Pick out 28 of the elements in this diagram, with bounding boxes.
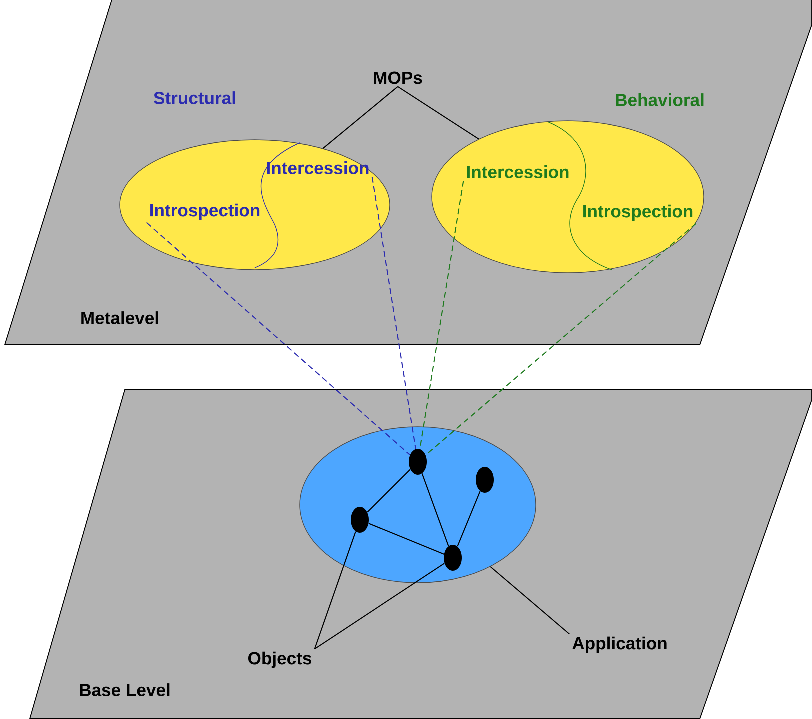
label: MOPs <box>374 72 422 84</box>
label: Objects <box>248 652 312 668</box>
connector-line <box>322 86 398 149</box>
connector-line <box>398 86 480 140</box>
plane-label: Metalevel <box>82 312 158 324</box>
connector-line <box>146 222 410 456</box>
connector-line <box>457 491 481 547</box>
connector-line <box>368 523 444 555</box>
object-dot <box>351 507 369 533</box>
region-label: Intercession <box>467 166 569 178</box>
object-dot <box>444 545 462 571</box>
object-dot <box>409 449 427 475</box>
region-label: Introspection <box>150 204 260 220</box>
plane-label: Base Level <box>80 684 170 696</box>
connector-line <box>367 469 411 513</box>
leader-line <box>314 532 356 650</box>
leader-line <box>314 563 445 650</box>
connector-line <box>426 223 697 456</box>
region-label: Intercession <box>267 162 369 174</box>
connector-line <box>372 176 416 450</box>
leader-line <box>490 566 570 635</box>
connector-line <box>422 474 450 546</box>
label: Application <box>572 636 667 654</box>
ellipse-heading: Structural <box>154 92 236 104</box>
region-label: Introspection <box>584 204 693 222</box>
ellipse <box>300 426 536 584</box>
object-dot <box>476 467 494 493</box>
ellipse-heading: Behavioral <box>616 94 704 106</box>
